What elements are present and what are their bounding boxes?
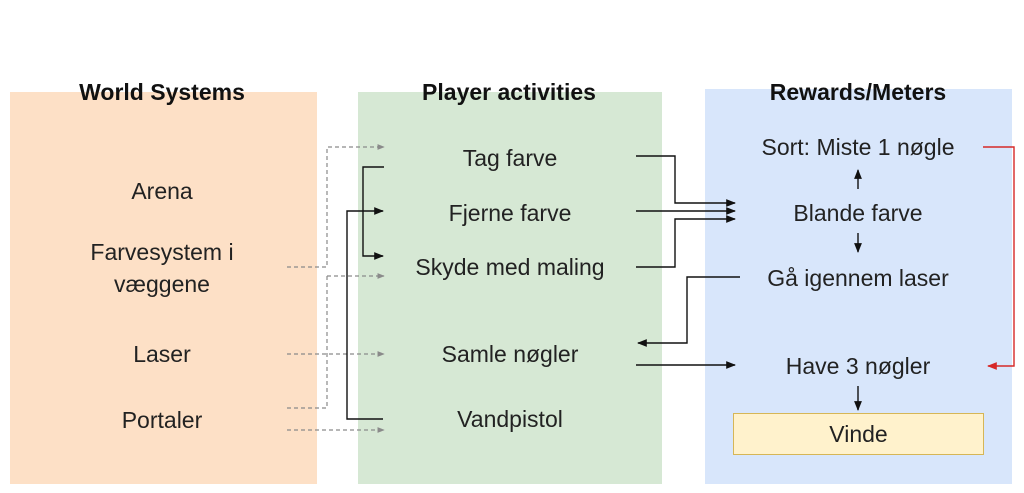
player-activities-panel: [358, 92, 662, 484]
reward-ga-igennem-laser: Gå igennem laser: [767, 265, 949, 291]
activity-fjerne-farve: Fjerne farve: [448, 200, 572, 226]
world-item-portaler: Portaler: [121, 407, 203, 433]
arrow-skyde-to-blande: [636, 215, 736, 268]
dashed-arrow-to-tag-farve: [287, 144, 385, 268]
rewards-meters-title: Rewards/Meters: [769, 79, 947, 105]
world-item-farvesystem-line2: væggene: [114, 271, 210, 297]
arrow-vandpistol-to-fjerne: [346, 207, 384, 420]
world-item-farvesystem-line1: Farvesystem i: [90, 239, 234, 265]
arrow-sort-to-have-3-red: [983, 146, 1015, 370]
world-systems-title: World Systems: [79, 79, 245, 105]
activity-vandpistol: Vandpistol: [457, 406, 563, 432]
player-activities-title: Player activities: [422, 79, 596, 105]
activity-tag-farve: Tag farve: [462, 145, 558, 171]
world-item-laser: Laser: [133, 341, 191, 367]
world-systems-panel: [10, 92, 317, 484]
activity-skyde-med-maling: Skyde med maling: [415, 254, 605, 280]
goal-vinde-box: Vinde: [733, 413, 984, 455]
arrow-tag-farve-to-blande: [636, 155, 736, 207]
goal-vinde-label: Vinde: [829, 420, 888, 447]
reward-have-3-nogler: Have 3 nøgler: [785, 353, 931, 379]
dashed-connector-portaler: [287, 276, 328, 409]
reward-sort-miste-nogle: Sort: Miste 1 nøgle: [761, 134, 955, 160]
activity-samle-nogler: Samle nøgler: [441, 341, 579, 367]
reward-blande-farve: Blande farve: [793, 200, 923, 226]
world-item-arena: Arena: [131, 178, 193, 204]
arrow-laser-to-samle: [637, 276, 740, 347]
